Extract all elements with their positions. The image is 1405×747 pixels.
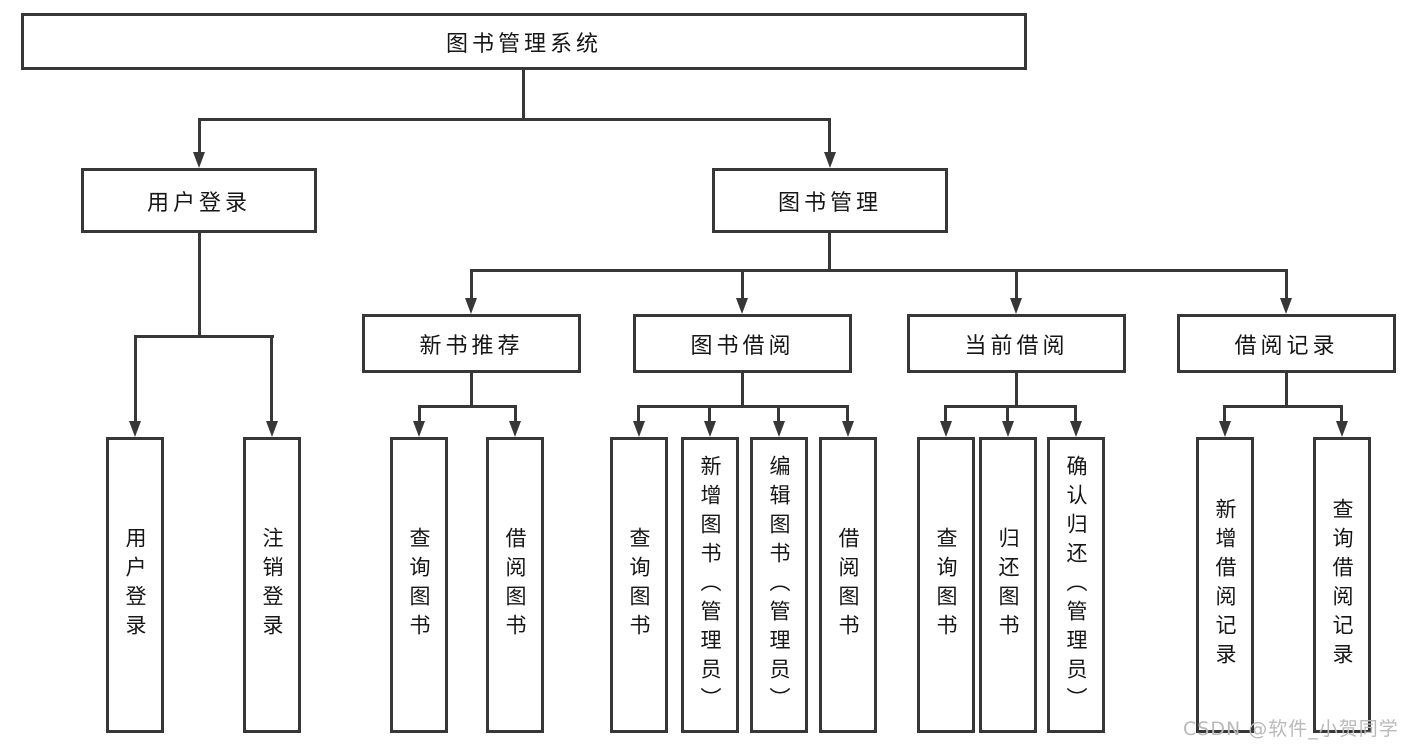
arrow-down-icon	[1219, 421, 1231, 437]
arrow-down-icon	[824, 152, 836, 168]
arrow-down-icon	[1002, 421, 1014, 437]
leaf-edit-book-admin: 编辑图书（管理员）	[750, 437, 808, 733]
leaf-user-login: 用户登录	[106, 437, 164, 733]
node-new-book-recommend: 新书推荐	[362, 314, 581, 373]
leaf-label: 新增借阅记录	[1213, 498, 1238, 672]
node-borrow-records: 借阅记录	[1177, 314, 1396, 373]
connector-line	[944, 405, 947, 423]
leaf-borrow-books-2: 借阅图书	[819, 437, 877, 733]
node-book-management: 图书管理	[712, 168, 948, 233]
leaf-label: 借阅图书	[503, 527, 528, 643]
connector-line	[1074, 405, 1077, 423]
connector-line	[1285, 269, 1288, 299]
connector-line	[134, 335, 274, 338]
leaf-return-book: 归还图书	[979, 437, 1037, 733]
arrow-down-icon	[773, 421, 785, 437]
leaf-add-book-admin: 新增图书（管理员）	[681, 437, 739, 733]
arrow-down-icon	[509, 421, 521, 437]
node-root: 图书管理系统	[21, 13, 1027, 70]
connector-line	[741, 373, 744, 408]
leaf-label: 注销登录	[260, 527, 285, 643]
leaf-query-books-3: 查询图书	[917, 437, 975, 733]
connector-line	[944, 405, 1077, 408]
connector-line	[1223, 405, 1226, 423]
arrow-down-icon	[704, 421, 716, 437]
connector-line	[846, 405, 849, 423]
leaf-label: 编辑图书（管理员）	[767, 454, 792, 716]
connector-line	[522, 70, 525, 119]
leaf-label: 查询图书	[627, 527, 652, 643]
connector-line	[777, 405, 780, 423]
node-current-borrow: 当前借阅	[907, 314, 1126, 373]
connector-line	[708, 405, 711, 423]
leaf-label: 确认归还（管理员）	[1064, 454, 1089, 716]
arrow-down-icon	[465, 298, 477, 314]
connector-line	[637, 405, 640, 423]
leaf-label: 用户登录	[123, 527, 148, 643]
arrow-down-icon	[842, 421, 854, 437]
node-book-borrow: 图书借阅	[633, 314, 852, 373]
connector-line	[198, 118, 831, 121]
arrow-down-icon	[736, 298, 748, 314]
connector-line	[1223, 405, 1343, 408]
leaf-label: 查询图书	[934, 527, 959, 643]
connector-line	[828, 233, 831, 271]
connector-line	[1006, 405, 1009, 423]
arrow-down-icon	[633, 421, 645, 437]
leaf-label: 归还图书	[996, 527, 1021, 643]
connector-line	[1340, 405, 1343, 423]
connector-line	[270, 335, 273, 423]
arrow-down-icon	[266, 421, 278, 437]
leaf-query-books-2: 查询图书	[610, 437, 668, 733]
connector-line	[1285, 373, 1288, 408]
leaf-label: 查询图书	[407, 527, 432, 643]
arrow-down-icon	[193, 152, 205, 168]
leaf-label: 查询借阅记录	[1330, 498, 1355, 672]
arrow-down-icon	[1280, 298, 1292, 314]
connector-line	[134, 335, 137, 423]
node-user-login: 用户登录	[81, 168, 317, 233]
connector-line	[1015, 373, 1018, 408]
leaf-add-borrow-record: 新增借阅记录	[1196, 437, 1254, 733]
connector-line	[470, 269, 473, 299]
arrow-down-icon	[413, 421, 425, 437]
leaf-label: 新增图书（管理员）	[698, 454, 723, 716]
arrow-down-icon	[1336, 421, 1348, 437]
connector-line	[198, 118, 201, 154]
arrow-down-icon	[940, 421, 952, 437]
leaf-query-borrow-record: 查询借阅记录	[1313, 437, 1371, 733]
leaf-logout: 注销登录	[243, 437, 301, 733]
watermark: CSDN @软件_小贺同学	[1183, 718, 1399, 740]
arrow-down-icon	[1070, 421, 1082, 437]
connector-line	[637, 405, 849, 408]
connector-line	[514, 405, 517, 423]
connector-line	[418, 405, 517, 408]
leaf-borrow-books-1: 借阅图书	[486, 437, 544, 733]
connector-line	[1015, 269, 1018, 299]
arrow-down-icon	[129, 421, 141, 437]
connector-line	[418, 405, 421, 423]
connector-line	[741, 269, 744, 299]
connector-line	[198, 233, 201, 337]
connector-line	[828, 118, 831, 154]
leaf-query-books-1: 查询图书	[390, 437, 448, 733]
arrow-down-icon	[1010, 298, 1022, 314]
connector-line	[470, 269, 1288, 272]
connector-line	[470, 373, 473, 408]
leaf-confirm-return-admin: 确认归还（管理员）	[1047, 437, 1105, 733]
leaf-label: 借阅图书	[836, 527, 861, 643]
